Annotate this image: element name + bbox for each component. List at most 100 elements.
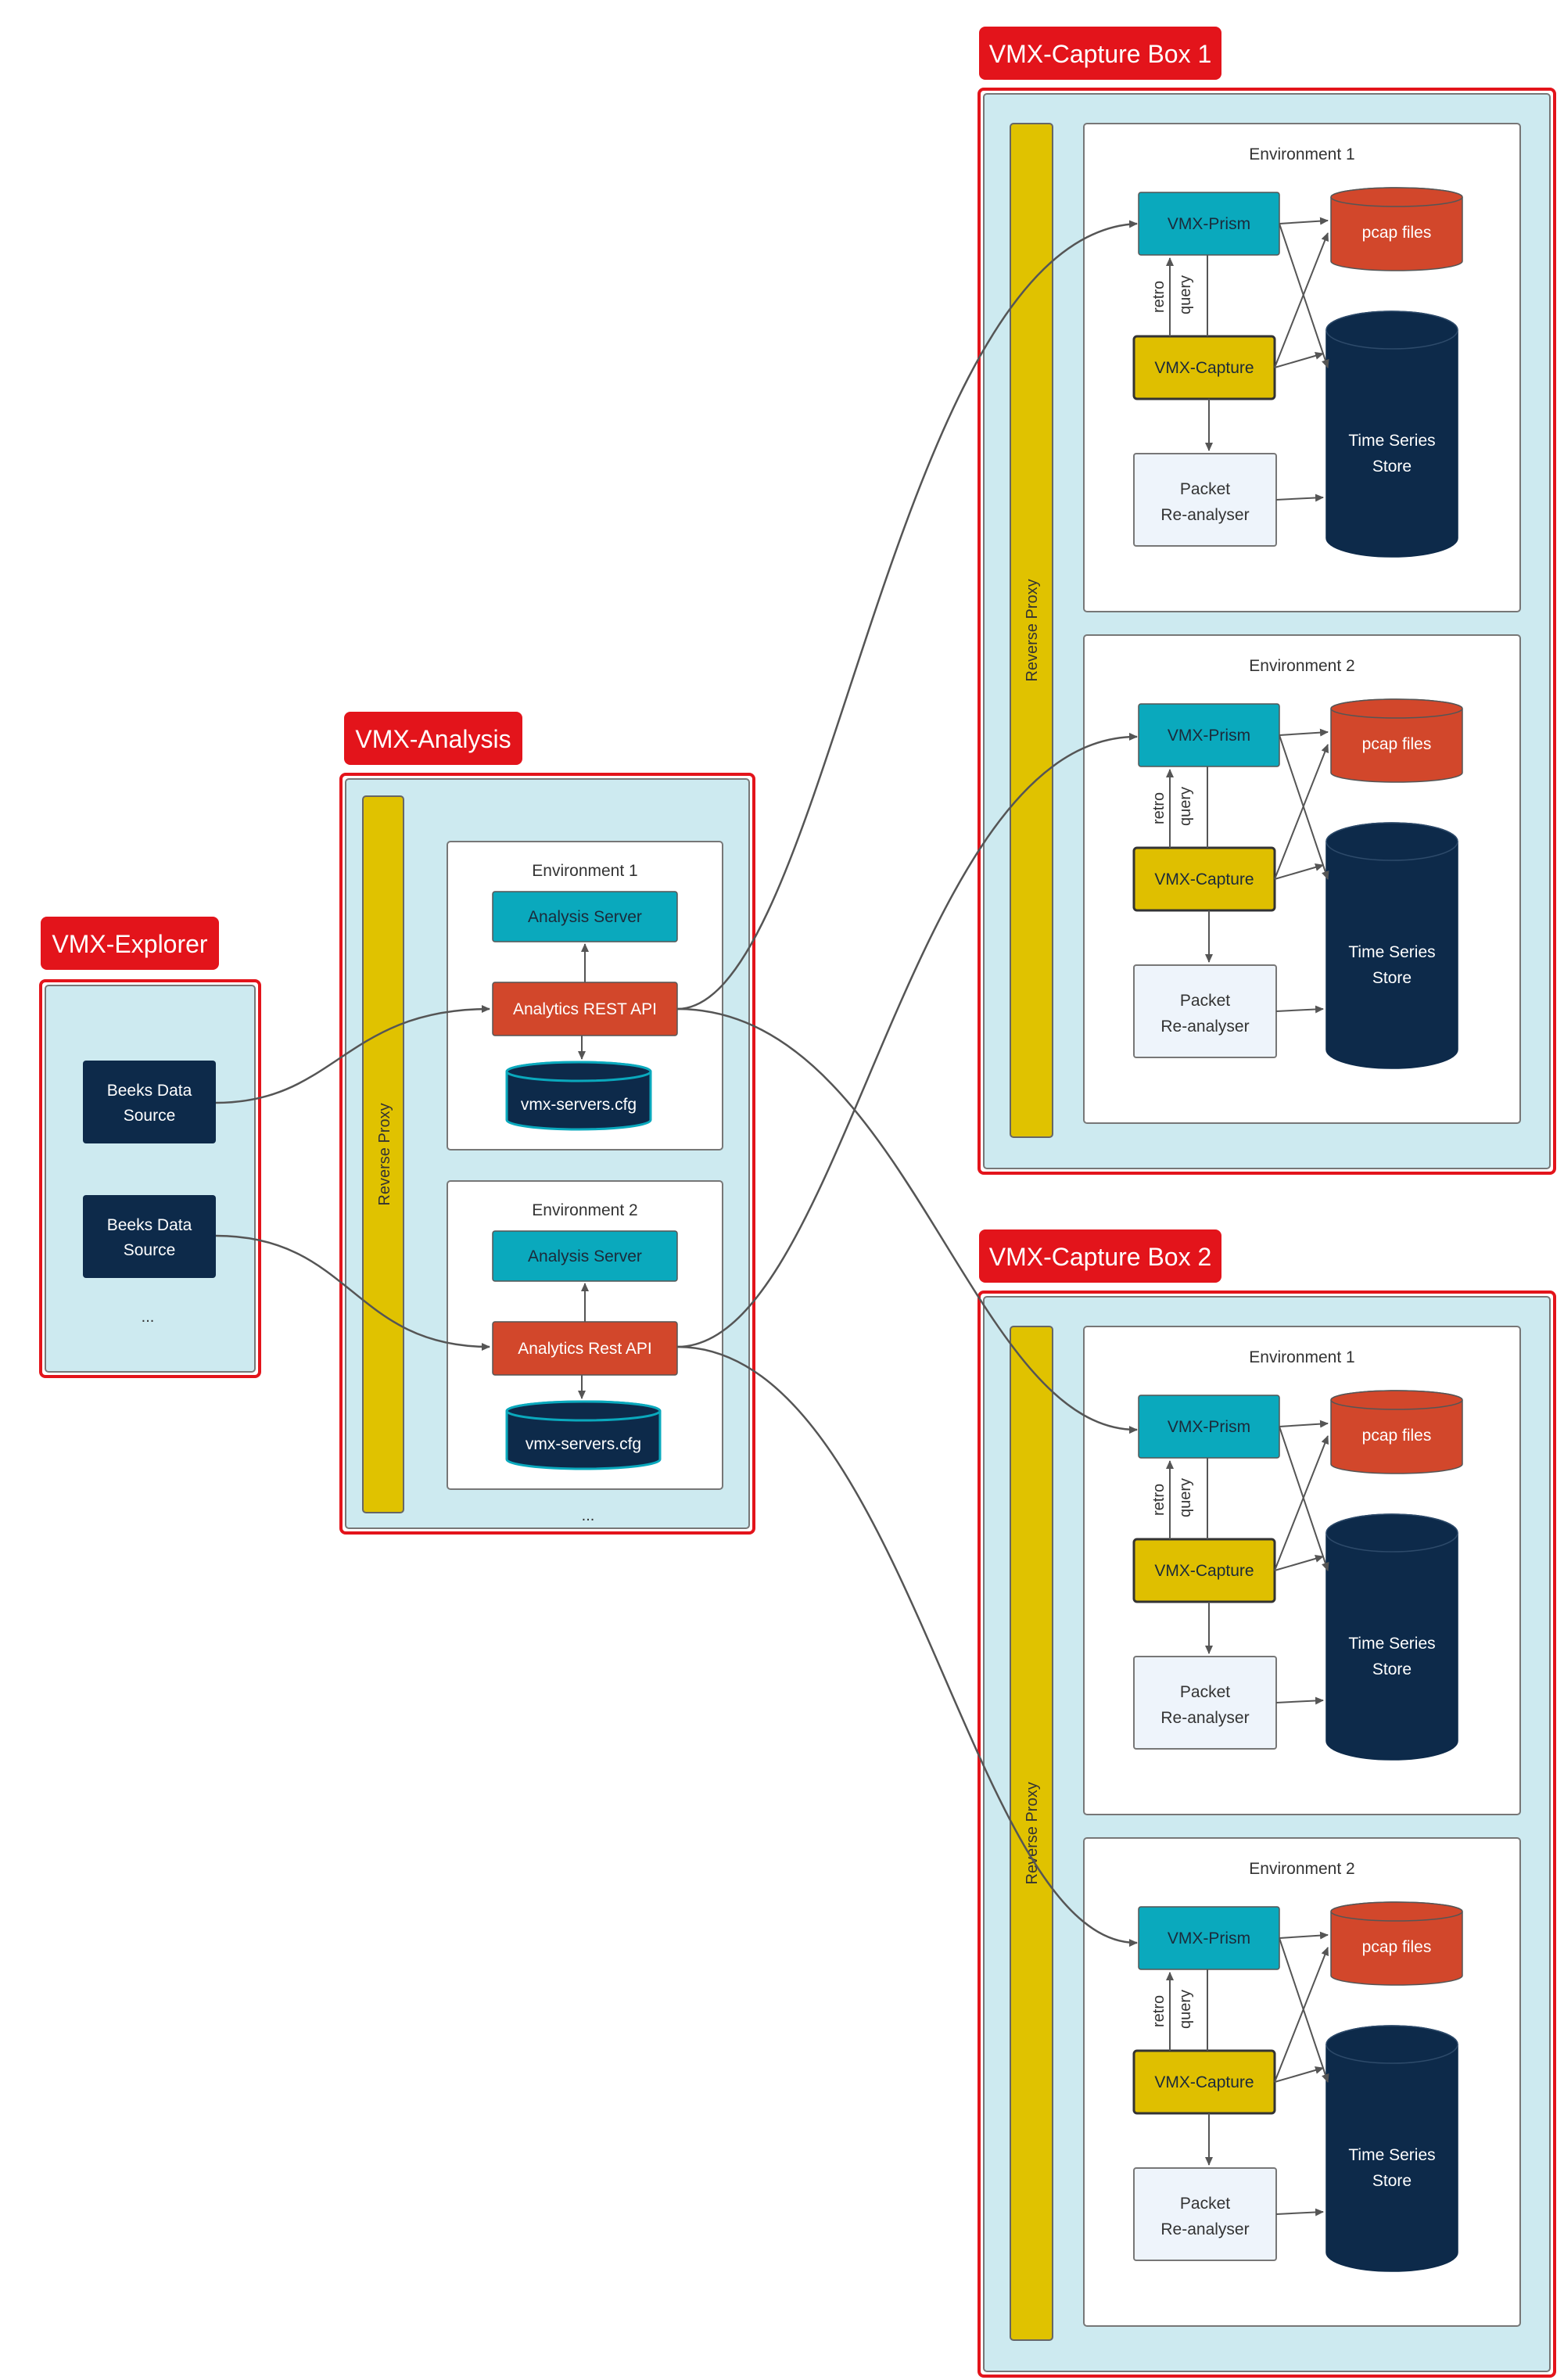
box1-env2-arrow-reanalyser-to-store bbox=[1275, 1005, 1324, 1014]
box1-env2-arrow-capture-to-store bbox=[1274, 863, 1324, 880]
box1-env2-arrow-prism-to-pcap bbox=[1279, 728, 1329, 737]
box2-env1-arrow-reanalyser-to-store bbox=[1275, 1696, 1324, 1705]
box1-reverse-proxy[interactable] bbox=[1010, 123, 1053, 1138]
analytics-rest-api-2-label: Analytics Rest API bbox=[518, 1340, 652, 1358]
analysis-title: VMX-Analysis bbox=[355, 725, 511, 753]
box1-env2-vmx-capture-label: VMX-Capture bbox=[1154, 871, 1254, 888]
box2-env1-title: Environment 1 bbox=[1249, 1348, 1354, 1366]
vmx-servers-cfg-1-label: vmx-servers.cfg bbox=[521, 1096, 637, 1114]
box1-env1-pcap-files-label: pcap files bbox=[1362, 224, 1432, 242]
box2-env1-store-line1: Time Series bbox=[1348, 1635, 1435, 1653]
box1-env1-store-line1: Time Series bbox=[1348, 432, 1435, 450]
vmx-servers-cfg-2-label: vmx-servers.cfg bbox=[526, 1435, 641, 1453]
box1-env1-query-label: query bbox=[1177, 275, 1194, 314]
source-1-line1: Beeks Data bbox=[107, 1082, 192, 1100]
box1-env1-reanalyser-line1: Packet bbox=[1180, 480, 1230, 498]
analysis-reverse-proxy[interactable] bbox=[362, 795, 404, 1513]
box2-env2-store-line1: Time Series bbox=[1348, 2146, 1435, 2164]
box2-env1-pcap-files-label: pcap files bbox=[1362, 1427, 1432, 1445]
box1-env2-time-series-store-top bbox=[1325, 822, 1458, 861]
box2-env2-query-label: query bbox=[1177, 1990, 1194, 2029]
box1-env1-reanalyser-line2: Re-analyser bbox=[1160, 506, 1249, 524]
explorer-ellipsis: ... bbox=[142, 1308, 155, 1326]
analysis-outline bbox=[339, 773, 755, 1535]
box1-env2-reanalyser-line2: Re-analyser bbox=[1160, 1018, 1249, 1036]
vmx-explorer-group: VMX-Explorer Beeks Data Source Beeks Dat… bbox=[39, 917, 261, 1378]
source-2-line2: Source bbox=[124, 1241, 176, 1259]
box2-env1-time-series-store-top bbox=[1325, 1513, 1458, 1553]
box2-env1-arrow-capture-to-store bbox=[1274, 1554, 1324, 1571]
box2-reverse-proxy[interactable] bbox=[1010, 1326, 1053, 2341]
box1-env1-arrow-capture-to-pcap bbox=[1274, 232, 1329, 368]
box2-env2-time-series-store-top bbox=[1325, 2025, 1458, 2064]
link-api1-to-box2-env1-prism bbox=[676, 1007, 1138, 1434]
source-2-line1: Beeks Data bbox=[107, 1216, 192, 1234]
box2-env1-pcap-files-top bbox=[1330, 1390, 1463, 1410]
link-source1-to-api1 bbox=[215, 1005, 490, 1104]
box2-env2-pcap-files-top bbox=[1330, 1901, 1463, 1922]
capture-box-1: VMX-Capture Box 1 Reverse ProxyEnvironmen… bbox=[978, 27, 1556, 1175]
link-api1-to-box1-env1-prism bbox=[676, 220, 1138, 1011]
box2-env1-arrow-prism-to-pcap bbox=[1279, 1420, 1329, 1428]
explorer-outline bbox=[39, 979, 261, 1378]
box1-env2-pcap-files-label: pcap files bbox=[1362, 735, 1432, 753]
box2-env2-pcap-files-label: pcap files bbox=[1362, 1938, 1432, 1956]
box2-env2-vmx-prism-label: VMX-Prism bbox=[1168, 1929, 1250, 1947]
source-1-line2: Source bbox=[124, 1107, 176, 1125]
box1-env1-vmx-capture-label: VMX-Capture bbox=[1154, 359, 1254, 377]
box1-outline bbox=[978, 88, 1556, 1175]
box2-env1-retro-label: retro bbox=[1150, 1484, 1168, 1516]
box2-env2-vmx-capture-label: VMX-Capture bbox=[1154, 2073, 1254, 2091]
box2-env1-vmx-prism-label: VMX-Prism bbox=[1168, 1418, 1250, 1436]
box2-env1-packet-reanalyser[interactable] bbox=[1133, 1656, 1277, 1750]
box2-env1-vmx-capture-label: VMX-Capture bbox=[1154, 1562, 1254, 1580]
box1-env2-title: Environment 2 bbox=[1249, 657, 1354, 675]
box1-env1-store-line2: Store bbox=[1372, 458, 1412, 476]
box1-proxy-label: Reverse Proxy bbox=[1024, 579, 1041, 681]
box1-env2-pcap-files-top bbox=[1330, 698, 1463, 719]
analysis-server-1[interactable] bbox=[492, 891, 678, 942]
box2-env2-arrow-capture-to-store bbox=[1274, 2066, 1324, 2083]
beeks-data-source-2[interactable] bbox=[83, 1195, 216, 1278]
explorer-title: VMX-Explorer bbox=[52, 930, 208, 958]
box1-env1-time-series-store-top bbox=[1325, 311, 1458, 350]
box2-env1-store-line2: Store bbox=[1372, 1660, 1412, 1678]
box1-title: VMX-Capture Box 1 bbox=[989, 40, 1212, 68]
box1-env2-packet-reanalyser[interactable] bbox=[1133, 964, 1277, 1058]
box2-env2-store-line2: Store bbox=[1372, 2172, 1412, 2190]
box1-env1-packet-reanalyser[interactable] bbox=[1133, 453, 1277, 547]
analysis-ellipsis: ... bbox=[582, 1507, 595, 1524]
box2-env2-reanalyser-line1: Packet bbox=[1180, 2195, 1230, 2213]
box2-env1-query-label: query bbox=[1177, 1478, 1194, 1517]
analysis-env2-title: Environment 2 bbox=[532, 1201, 637, 1219]
box2-title-badge bbox=[979, 1229, 1221, 1283]
vmx-analysis-group: VMX-Analysis Reverse Proxy Environment 1… bbox=[339, 712, 755, 1535]
box1-env2-retro-label: retro bbox=[1150, 792, 1168, 824]
box1-env1-arrow-prism-to-pcap bbox=[1279, 217, 1329, 225]
vmx-servers-cfg-2-top bbox=[505, 1400, 662, 1422]
box2-env2-arrow-capture-to-pcap bbox=[1274, 1947, 1329, 2083]
box2-env2-arrow-reanalyser-to-store bbox=[1275, 2208, 1324, 2217]
analytics-rest-api-1-label: Analytics REST API bbox=[513, 1000, 657, 1018]
box2-env1-reanalyser-line2: Re-analyser bbox=[1160, 1709, 1249, 1727]
box2-outline bbox=[978, 1291, 1556, 2378]
box1-env2-query-label: query bbox=[1177, 787, 1194, 826]
box1-env1-vmx-prism-label: VMX-Prism bbox=[1168, 215, 1250, 233]
connectors bbox=[215, 220, 1138, 1947]
analysis-server-2[interactable] bbox=[492, 1230, 678, 1282]
box1-env2-store-line2: Store bbox=[1372, 969, 1412, 987]
box2-env2-reanalyser-line2: Re-analyser bbox=[1160, 2220, 1249, 2238]
box2-env2-packet-reanalyser[interactable] bbox=[1133, 2167, 1277, 2261]
beeks-data-source-1[interactable] bbox=[83, 1061, 216, 1143]
box2-env2-retro-label: retro bbox=[1150, 1995, 1168, 2027]
box1-env2-arrow-capture-to-pcap bbox=[1274, 744, 1329, 880]
analysis-title-badge bbox=[344, 712, 522, 765]
box2-env1-arrow-capture-to-pcap bbox=[1274, 1435, 1329, 1571]
box1-title-badge bbox=[979, 27, 1221, 80]
vmx-servers-cfg-1-top bbox=[505, 1061, 652, 1082]
analysis-server-2-label: Analysis Server bbox=[528, 1247, 642, 1265]
link-source2-to-api2 bbox=[215, 1234, 490, 1351]
analysis-env1-title: Environment 1 bbox=[532, 862, 637, 880]
box2-env2-arrow-prism-to-pcap bbox=[1279, 1931, 1329, 1940]
